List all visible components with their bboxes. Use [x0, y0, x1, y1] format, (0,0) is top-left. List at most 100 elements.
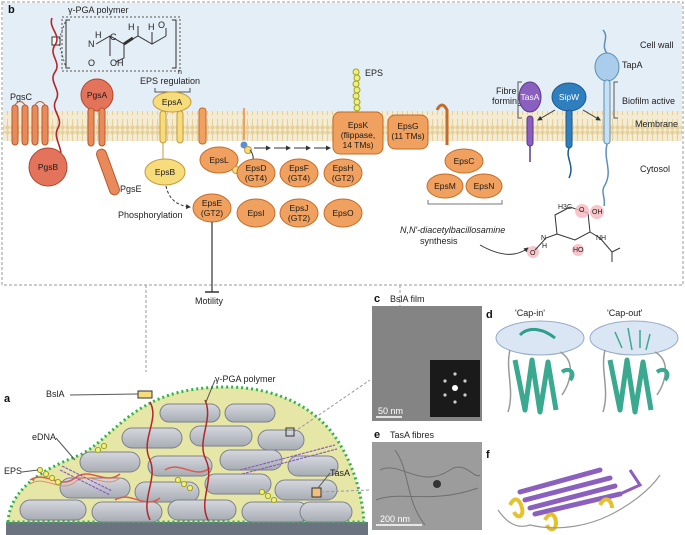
svg-text:TasA: TasA: [521, 92, 540, 102]
svg-text:H3C: H3C: [558, 204, 572, 211]
cytosol-label: Cytosol: [640, 164, 670, 174]
epso-protein: EpsO: [323, 198, 363, 228]
pgsa-protein: PgsA: [80, 78, 114, 147]
eps-label: EPS: [365, 68, 383, 78]
epse-protein: EpsE (GT2): [192, 193, 232, 223]
epsj-protein: EpsJ (GT2): [279, 198, 319, 228]
bsla-structure-cap-out: [589, 320, 679, 415]
epsn-protein: EpsN: [465, 173, 503, 199]
eps-beads: [36, 442, 278, 504]
svg-text:EpsG: EpsG: [397, 121, 418, 131]
epsd-protein: EpsD (GT4): [236, 158, 276, 188]
svg-text:OH: OH: [110, 58, 124, 68]
tasa-fibre: [239, 444, 336, 471]
cap-in-label: 'Cap-in': [515, 308, 545, 318]
svg-text:c: c: [374, 293, 380, 305]
epsl-protein: EpsL: [198, 107, 239, 174]
fibre-forming-label-1: Fibre: [496, 86, 517, 96]
edna-label: eDNA: [32, 432, 56, 442]
pga-chain: [52, 44, 62, 159]
panel-c: c BslA film 50 nm: [372, 293, 482, 421]
tapa-protein: TapA: [594, 29, 643, 207]
svg-text:H: H: [542, 243, 547, 250]
svg-text:(flippase,: (flippase,: [341, 130, 376, 140]
svg-text:EpsJ: EpsJ: [290, 203, 309, 213]
panel-a-label: a: [4, 393, 11, 405]
tasa-scale-label: 200 nm: [380, 514, 410, 524]
bsla-label: BslA: [46, 389, 65, 399]
panel-b: b Cell wall Membrane Cytosol γ-PGA polym…: [1, 1, 684, 306]
svg-text:f: f: [486, 449, 490, 461]
panel-f: f: [486, 449, 661, 532]
svg-text:TapA: TapA: [622, 60, 643, 70]
svg-text:EpsI: EpsI: [247, 208, 264, 218]
svg-text:d: d: [486, 309, 493, 321]
svg-text:EpsL: EpsL: [209, 155, 229, 165]
panel-d: d 'Cap-in' 'Cap-out': [486, 308, 679, 415]
cell-wall-label: Cell wall: [640, 40, 674, 50]
svg-text:n: n: [178, 69, 182, 76]
svg-text:EpsM: EpsM: [434, 181, 456, 191]
tasa-label-a: TasA: [330, 468, 350, 478]
synthesis-label-line1: N,N′-diacetylbacillosamine: [400, 225, 505, 235]
svg-text:HO: HO: [573, 247, 584, 254]
svg-text:EpsO: EpsO: [332, 208, 354, 218]
hexasaccharide-chain-icon: EPS: [352, 68, 383, 112]
svg-text:SipW: SipW: [559, 92, 579, 102]
eps-regulation-label: EPS regulation: [140, 76, 200, 86]
epsb-protein: EpsB: [144, 158, 186, 186]
tasa-structure: [497, 467, 661, 532]
bsla-structure-cap-in: [495, 320, 585, 415]
biofilm-active-label: Biofilm active: [622, 96, 675, 106]
membrane-label: Membrane: [635, 119, 678, 129]
motility-label: Motility: [195, 296, 224, 306]
tasa-protein: TasA: [518, 81, 542, 162]
bsla-film-title: BslA film: [390, 294, 425, 304]
svg-text:O: O: [579, 207, 585, 214]
svg-text:EpsN: EpsN: [474, 181, 495, 191]
svg-text:(GT2): (GT2): [288, 213, 310, 223]
svg-text:O: O: [530, 250, 536, 257]
fibre-forming-label-2: forming: [492, 96, 522, 106]
svg-text:H: H: [148, 22, 155, 32]
svg-text:EpsA: EpsA: [162, 97, 183, 107]
svg-text:(11 TMs): (11 TMs): [391, 131, 424, 141]
svg-text:EpsE: EpsE: [202, 198, 223, 208]
bsla-scale-label: 50 nm: [378, 406, 403, 416]
svg-text:O: O: [88, 58, 95, 68]
panel-b-label: b: [8, 4, 15, 16]
panel-a: a: [4, 374, 371, 535]
pgsb-protein: PgsB: [28, 147, 68, 187]
svg-text:EpsB: EpsB: [155, 167, 176, 177]
svg-text:N: N: [541, 235, 546, 242]
epsf-protein: EpsF (GT4): [279, 158, 319, 188]
svg-text:H: H: [128, 22, 135, 32]
svg-text:H: H: [95, 30, 102, 40]
cap-out-label: 'Cap-out': [607, 308, 643, 318]
epsa-protein: EPS regulation EpsA: [140, 76, 200, 160]
eps-label-a: EPS: [4, 466, 22, 476]
pga-polymer-strand: [146, 401, 154, 521]
svg-text:EpsC: EpsC: [454, 156, 475, 166]
pgsc-transporter: PgsC: [10, 92, 49, 146]
svg-text:PgsE: PgsE: [120, 184, 142, 194]
svg-text:O: O: [158, 20, 165, 30]
epsh-protein: EpsH (GT2): [323, 158, 363, 188]
bsla-marker: [137, 390, 153, 399]
svg-text:(GT2): (GT2): [201, 208, 223, 218]
svg-text:e: e: [374, 429, 380, 441]
epsi-protein: EpsI: [236, 198, 276, 228]
tasa-fibres-micrograph: [372, 442, 482, 530]
sipw-peptidase: SipW: [537, 82, 601, 179]
synthesis-label-line2: synthesis: [420, 236, 458, 246]
epsc-protein: EpsC: [435, 103, 484, 174]
tasa-fibres-title: TasA fibres: [390, 430, 435, 440]
svg-text:(GT4): (GT4): [288, 173, 310, 183]
svg-text:OH: OH: [592, 209, 603, 216]
phosphorylation-arrow: [165, 185, 191, 210]
pgse-protein: PgsE: [96, 148, 142, 196]
pga-label-a: γ-PGA polymer: [215, 374, 276, 384]
svg-text:(GT4): (GT4): [245, 173, 267, 183]
pga-polymer-title: γ-PGA polymer: [68, 5, 129, 15]
